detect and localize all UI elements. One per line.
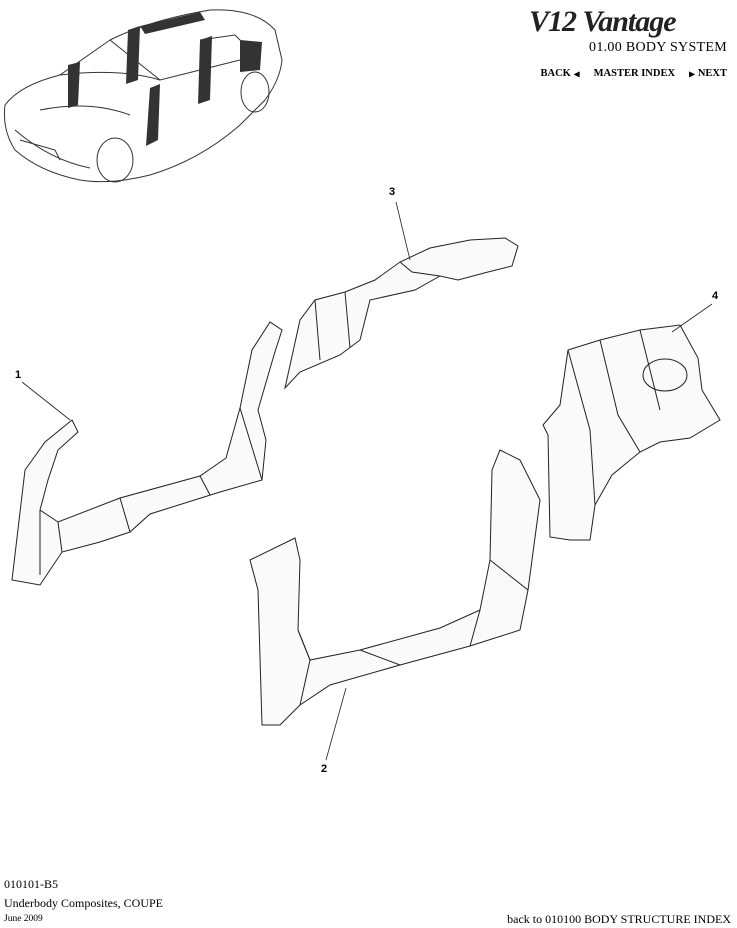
leader-line-1 (21, 381, 71, 421)
car-overview-illustration (4, 9, 283, 183)
document-title: Underbody Composites, COUPE (4, 896, 163, 910)
document-date: June 2009 (4, 914, 43, 924)
callout-2: 2 (321, 763, 328, 775)
master-index-link[interactable]: MASTER INDEX (593, 68, 676, 79)
leader-line-4 (671, 303, 713, 333)
triangle-left-icon: ◀ (573, 69, 580, 79)
svg-text:V12 Vantage: V12 Vantage (529, 5, 676, 38)
next-link[interactable]: ▶ NEXT (689, 68, 727, 79)
part-2-shape (249, 449, 541, 726)
callout-3: 3 (389, 186, 396, 198)
parts-exploded-diagram (11, 201, 721, 761)
callout-4: 4 (712, 290, 719, 302)
back-link[interactable]: BACK ◀ (541, 68, 580, 79)
document-code: 010101-B5 (4, 877, 58, 891)
section-title: 01.00 BODY SYSTEM (589, 40, 727, 55)
back-to-index-link[interactable]: back to 010100 BODY STRUCTURE INDEX (507, 912, 731, 926)
navigation-bar: BACK ◀ MASTER INDEX ▶ NEXT (541, 68, 727, 79)
callout-1: 1 (15, 369, 22, 381)
leader-line-2 (325, 687, 347, 761)
leader-line-3 (395, 201, 411, 261)
next-label: NEXT (697, 68, 727, 79)
triangle-right-icon: ▶ (689, 69, 696, 79)
part-1-shape (11, 321, 283, 586)
part-3-shape (284, 237, 519, 390)
back-label: BACK (540, 68, 571, 79)
brand-logo: V12 Vantage (529, 5, 677, 38)
